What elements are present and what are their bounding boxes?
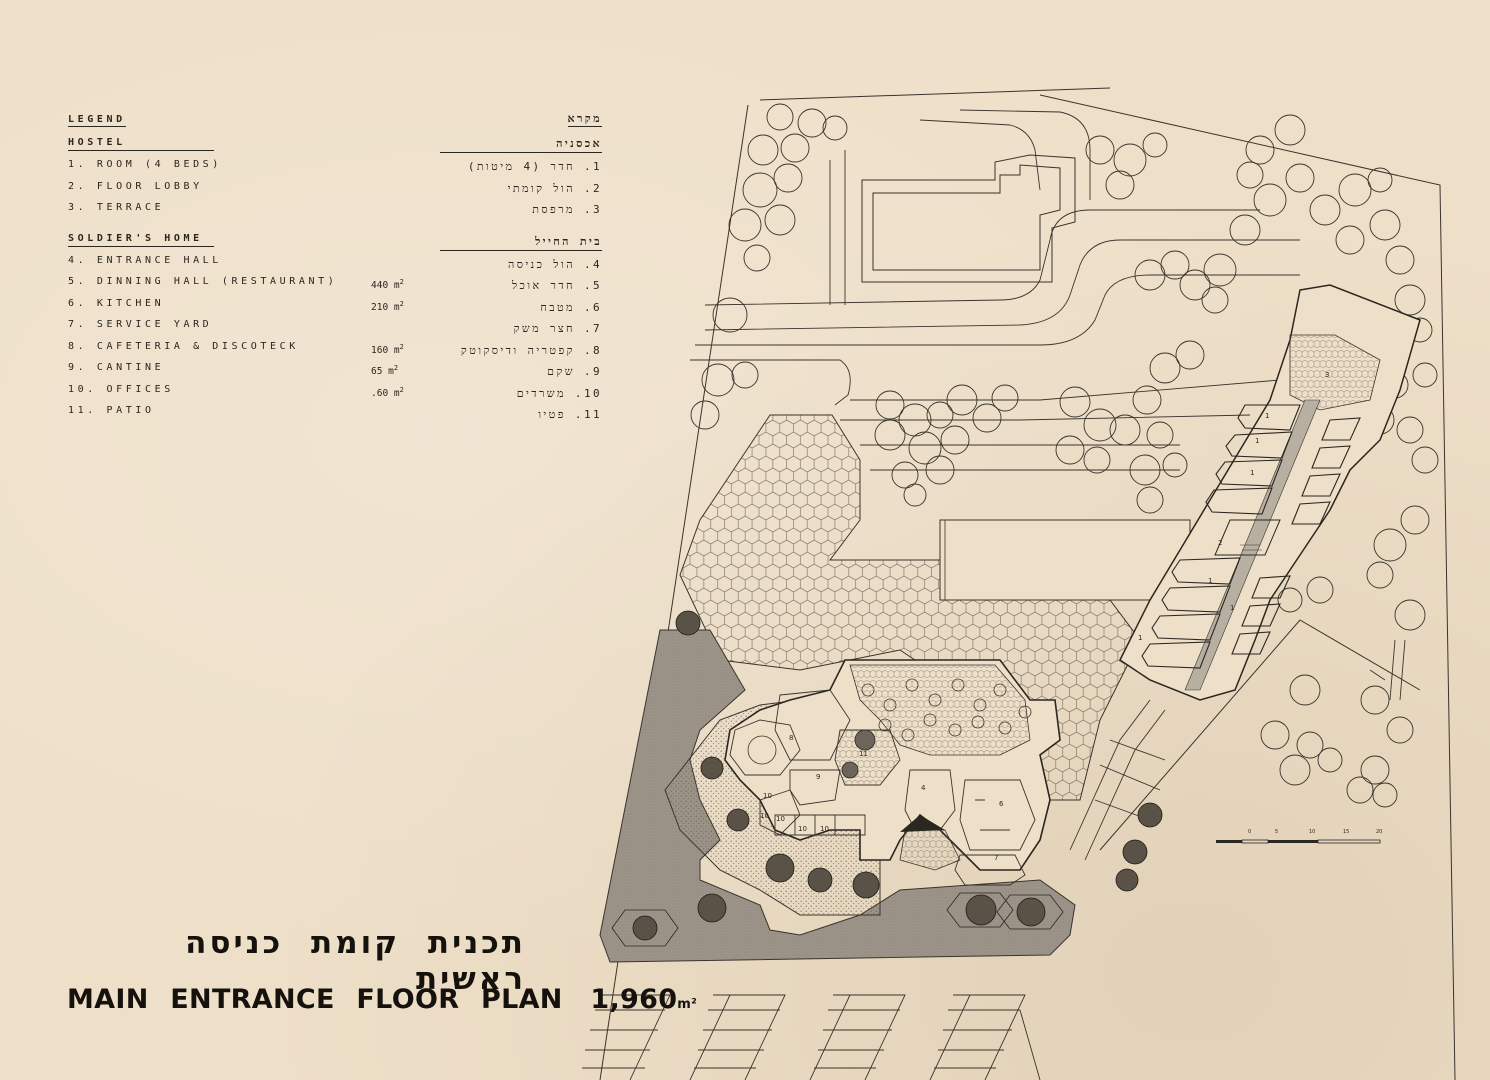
offices — [759, 789, 866, 836]
cantine — [789, 769, 841, 806]
area-value: 210 m2 — [371, 299, 404, 313]
svg-text:11: 11 — [859, 750, 868, 758]
svg-text:10: 10 — [763, 792, 772, 800]
legend-title: LEGEND — [68, 114, 126, 127]
total-area-value: 1,960 — [590, 984, 678, 1015]
svg-text:6: 6 — [999, 800, 1004, 808]
legend-item: 9. שקם — [547, 365, 602, 378]
legend-item: 5. DINNING HALL (RESTAURANT)440 m2 — [68, 276, 404, 292]
plan-title-english: MAIN ENTRANCE FLOOR PLAN 1,960m² — [67, 984, 698, 1015]
svg-text:10: 10 — [776, 815, 785, 823]
svg-text:1: 1 — [1208, 577, 1212, 585]
section-hostel-title: HOSTEL — [68, 137, 214, 151]
floor-lobby — [1214, 519, 1281, 556]
total-area-unit: m² — [677, 997, 698, 1012]
legend-item: 7. חצר משק — [513, 322, 602, 335]
svg-text:3: 3 — [1325, 371, 1329, 379]
svg-text:1: 1 — [1230, 604, 1234, 612]
dining-tables — [861, 678, 1032, 742]
tree-planters — [611, 892, 1064, 947]
walkways — [1069, 639, 1406, 861]
svg-text:1: 1 — [1255, 437, 1259, 445]
open-lawn — [939, 519, 1191, 601]
top-building — [861, 154, 1076, 283]
hostel-rooms — [1141, 404, 1361, 669]
legend-item: 3. TERRACE — [68, 202, 165, 213]
svg-text:1: 1 — [1265, 412, 1269, 420]
north-arrow-icon — [900, 815, 945, 832]
svg-text:4: 4 — [921, 784, 926, 792]
section-soldiers-home-title-hebrew: בית החייל — [440, 235, 602, 251]
dining-hall — [849, 664, 1031, 756]
kitchen — [959, 779, 1036, 851]
cafeteria — [729, 719, 801, 776]
legend-item: 7. SERVICE YARD — [68, 319, 213, 330]
service-yard — [954, 854, 1026, 886]
svg-text:10: 10 — [820, 825, 829, 833]
hostel-wing — [1119, 284, 1421, 701]
forecourt-paving — [599, 629, 1076, 963]
legend-item: 10. משרדים — [516, 386, 602, 400]
legend-item: 4. ENTRANCE HALL — [68, 254, 222, 266]
legend-item: 5. חדר אוכל — [511, 279, 602, 292]
roads — [690, 109, 1300, 471]
svg-text:1: 1 — [1138, 634, 1142, 642]
svg-text:10: 10 — [798, 825, 807, 833]
legend-item: 1. ROOM (4 BEDS) — [68, 159, 222, 170]
hostel-terrace — [1289, 334, 1381, 411]
svg-text:9: 9 — [816, 773, 820, 781]
legend-english: LEGEND HOSTEL 1. ROOM (4 BEDS) 2. FLOOR … — [68, 114, 418, 426]
area-value: .60 m2 — [371, 385, 404, 399]
svg-text:8: 8 — [789, 734, 793, 742]
svg-text:2: 2 — [1218, 539, 1222, 547]
legend-hebrew: מקרא אכסניה 1. חדר (4 מיטות) 2. הול קומת… — [440, 112, 602, 430]
plan-title-hebrew: תכנית קומת כניסה ראשית — [185, 925, 526, 997]
legend-title-hebrew: מקרא — [567, 112, 602, 127]
legend-item: 4. הול כניסה — [507, 257, 602, 271]
area-value: 160 m2 — [371, 342, 404, 356]
legend-item: 11. PATIO — [68, 405, 155, 416]
legend-item: 10. OFFICES.60 m2 — [68, 383, 404, 399]
legend-item: 8. קפטריה ודיסקוטק — [460, 343, 602, 357]
area-value: 65 m2 — [371, 364, 399, 378]
scale-bar — [1216, 839, 1381, 844]
parking-stalls — [582, 994, 1041, 1080]
legend-item: 3. מרפסת — [532, 203, 602, 216]
svg-text:7: 7 — [994, 854, 998, 862]
planted-trees — [632, 610, 1163, 941]
svg-text:1: 1 — [1250, 469, 1254, 477]
legend-item: 6. מטבח — [540, 300, 602, 314]
site-boundary — [599, 87, 1456, 1080]
plan-room-labels: 1 1 1 2 3 1 1 1 4 6 7 8 9 10 10 10 10 10… — [760, 371, 1329, 862]
legend-item: 11. פטיו — [538, 408, 602, 421]
legend-item: 1. חדר (4 מיטות) — [467, 160, 602, 173]
area-value: 440 m2 — [371, 278, 404, 292]
legend-item: 2. FLOOR LOBBY — [68, 180, 203, 192]
section-soldiers-home-title: SOLDIER'S HOME — [68, 233, 214, 247]
legend-item: 2. הול קומתי — [507, 181, 602, 195]
svg-text:10: 10 — [760, 812, 769, 820]
section-hostel-title-hebrew: אכסניה — [440, 137, 602, 153]
